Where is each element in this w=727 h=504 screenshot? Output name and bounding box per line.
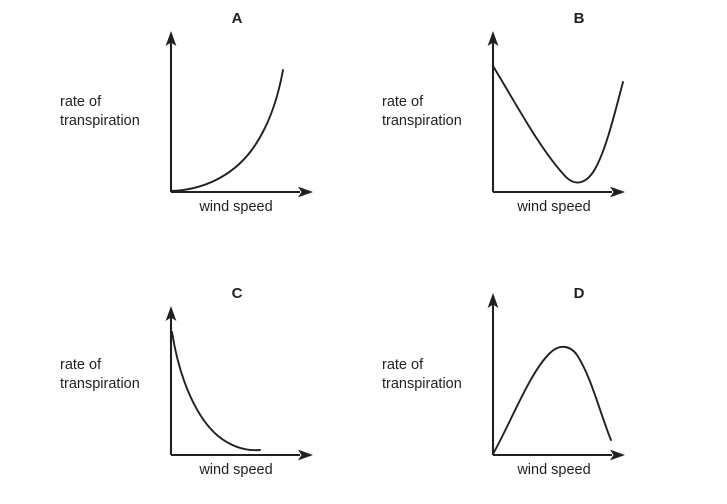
y-axis-label-b: rate of transpiration <box>382 93 462 131</box>
y-axis-label-d: rate of transpiration <box>382 356 462 394</box>
x-axis-arrowhead-d <box>610 449 625 461</box>
panel-letter-d: D <box>573 285 585 302</box>
y-axis-label-c-line1: rate of <box>60 357 102 373</box>
graph-panel-d: D rate of transpiration wind speed <box>363 252 726 504</box>
curve-b-u-shaped <box>492 65 624 184</box>
y-axis-label-c: rate of transpiration <box>60 356 140 394</box>
plot-area-a <box>165 31 313 198</box>
x-axis-arrowhead-b <box>610 186 625 198</box>
curve-c-exponential-decay <box>171 331 261 452</box>
x-axis-arrowhead-c <box>298 449 313 461</box>
graph-panel-c: C rate of transpiration wind speed <box>0 252 363 504</box>
x-axis-arrowhead-a <box>298 186 313 198</box>
curve-d-inverted-parabola <box>492 345 612 455</box>
panel-letter-c: C <box>231 285 243 302</box>
y-axis-label-c-line2: transpiration <box>60 376 140 392</box>
plot-area-d <box>487 293 625 461</box>
panel-letter-b: B <box>573 10 585 27</box>
y-axis-arrowhead-a <box>165 31 177 46</box>
y-axis-label-a-line1: rate of <box>60 94 102 110</box>
plot-area-c <box>165 306 313 461</box>
y-axis-label-a: rate of transpiration <box>60 93 140 131</box>
y-axis-label-d-line1: rate of <box>382 357 424 373</box>
panel-letter-a: A <box>231 10 243 27</box>
y-axis-label-a-line2: transpiration <box>60 113 140 129</box>
x-axis-label-a: wind speed <box>199 199 273 215</box>
y-axis-arrowhead-b <box>487 31 499 46</box>
graph-panel-b: B rate of transpiration wind speed <box>363 0 726 252</box>
plot-area-b <box>487 31 625 198</box>
curve-a-exponential-increase <box>170 69 284 192</box>
y-axis-label-b-line2: transpiration <box>382 113 462 129</box>
y-axis-arrowhead-c <box>165 306 177 321</box>
y-axis-label-b-line1: rate of <box>382 94 424 110</box>
y-axis-arrowhead-d <box>487 293 499 308</box>
x-axis-label-b: wind speed <box>517 199 591 215</box>
graph-panel-a: A rate of transpiration wind speed <box>0 0 363 252</box>
x-axis-label-c: wind speed <box>199 462 273 478</box>
x-axis-label-d: wind speed <box>517 462 591 478</box>
y-axis-label-d-line2: transpiration <box>382 376 462 392</box>
